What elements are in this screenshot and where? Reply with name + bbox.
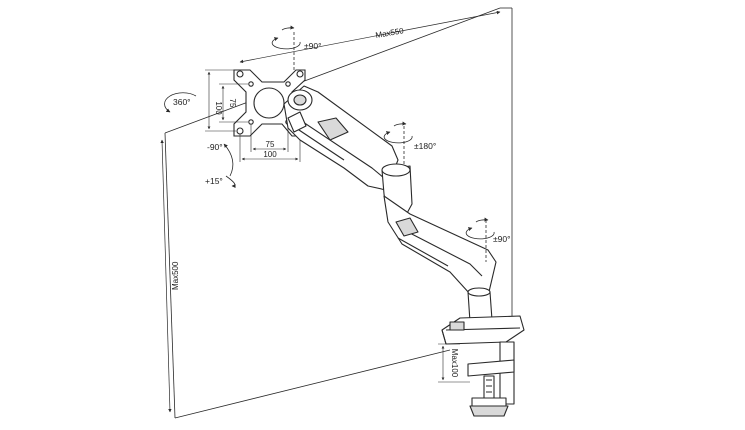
vesa-vertical-100-label: 100: [214, 101, 223, 115]
tilt-down-label: -90°: [207, 142, 223, 152]
vesa-vertical-dimensions: [205, 69, 248, 132]
elbow-swivel-label: ±180°: [414, 141, 436, 151]
post-and-base: [441, 287, 525, 345]
rotation-360-label: 360°: [173, 97, 191, 107]
desk-clamp: [467, 341, 515, 417]
max-reach-label: Max550: [375, 26, 405, 40]
vesa-horizontal-75-label: 75: [266, 140, 275, 149]
clamp-thickness-label: Max100: [450, 349, 459, 378]
top-swivel-icon: [271, 25, 301, 72]
clamp-thickness-dimension: [438, 343, 470, 383]
vesa-horizontal-dimensions: [239, 125, 301, 162]
max-reach-dimension: [239, 10, 501, 64]
top-swivel-label: ±90°: [304, 41, 322, 51]
base-swivel-icon: [465, 217, 495, 262]
max-height-dimension: [160, 139, 172, 413]
max-height-label: Max500: [171, 261, 180, 290]
vesa-vertical-75-label: 75: [228, 99, 237, 108]
base-swivel-label: ±90°: [493, 234, 511, 244]
vesa-horizontal-100-label: 100: [263, 150, 277, 159]
forearm: [381, 163, 497, 297]
tilt-icon: [223, 143, 236, 188]
rotation-360-icon: [164, 92, 197, 113]
tilt-up-label: +15°: [205, 176, 223, 186]
upper-arm: [283, 85, 399, 191]
